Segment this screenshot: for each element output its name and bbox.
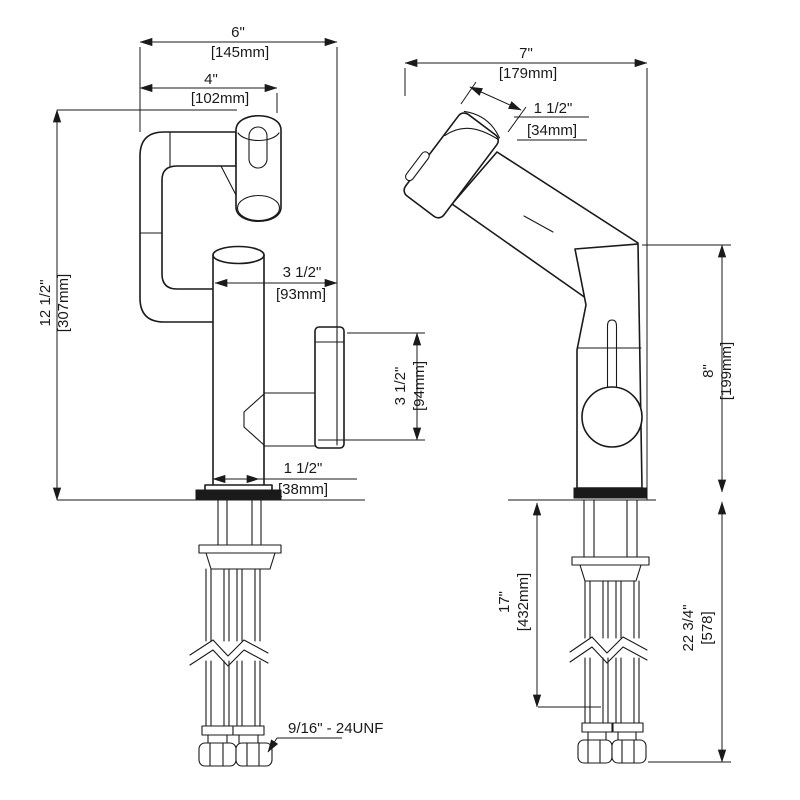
dim-spout-width-in: 4" [204, 71, 218, 88]
side-shank [571, 499, 650, 582]
dim-body-height-mm: [199mm] [718, 342, 735, 400]
dim-base-diameter-in: 1 1/2" [284, 460, 323, 477]
side-view: 7" [179mm] 1 1/2" [34mm] 8" [199mm] 17" … [403, 45, 735, 764]
hose-collar [232, 725, 265, 736]
pipe-top-cap [212, 245, 265, 265]
dim-spout-reach: 3 1/2" [93mm] [214, 264, 338, 303]
dim-head-diameter-mm: [34mm] [527, 122, 577, 139]
lever-hub [581, 386, 643, 448]
dim-total-height-mm: [578] [699, 611, 716, 644]
hose-collar [612, 722, 644, 733]
arm-head-joint-line [220, 165, 238, 198]
dim-front-total-height: 12 1/2" [307mm] [37, 109, 237, 501]
mounting-nut [205, 552, 276, 570]
handle-cone-joint [243, 393, 265, 446]
side-arm-joint-line [523, 215, 554, 233]
front-body-pipe [212, 245, 265, 491]
mounting-flange [198, 544, 282, 554]
front-shank [198, 499, 282, 570]
dim-base-diameter-mm: [38mm] [278, 481, 328, 498]
thread-spec-label: 9/16" - 24UNF [288, 720, 383, 737]
handle-block [314, 326, 345, 449]
base-flange [195, 489, 282, 501]
dim-front-width-in: 6" [231, 24, 245, 41]
side-lever [581, 319, 643, 448]
hose-lower-segment [584, 657, 640, 724]
break-mark [569, 646, 648, 664]
side-mounting-nut [579, 564, 642, 582]
dim-side-total-width: 7" [179mm] [404, 45, 648, 500]
dim-body-height-in: 8" [700, 364, 717, 378]
dim-spout-reach-mm: [93mm] [276, 286, 326, 303]
dim-total-height: 22 3/4" [578] [648, 501, 731, 763]
thread-callout: 9/16" - 24UNF [267, 720, 383, 753]
head-button [405, 151, 430, 182]
dim-side-width-mm: [179mm] [499, 65, 557, 82]
front-view: 6" [145mm] 4" [102mm] 12 1/2" [307mm] 3 … [37, 24, 428, 767]
dim-front-total-width: 6" [145mm] [139, 24, 338, 330]
hose-upper-segment [205, 568, 261, 642]
dim-hose-length: 17" [432mm] [496, 502, 601, 708]
hex-connector-nuts [577, 739, 647, 764]
front-handle [243, 326, 345, 449]
side-base-flange [573, 487, 647, 499]
side-supply-hoses [569, 580, 648, 764]
front-spray-head [235, 114, 282, 223]
dim-spout-reach-in: 3 1/2" [283, 264, 322, 281]
hose-collar [201, 725, 234, 736]
side-spray-head [403, 110, 501, 219]
break-mark [189, 649, 269, 667]
break-mark [569, 636, 648, 654]
dim-head-diameter: 1 1/2" [34mm] [460, 81, 589, 141]
lever-rod [606, 319, 618, 393]
side-mounting-flange [571, 556, 650, 566]
side-body [574, 243, 643, 489]
dim-handle-height: 3 1/2" [94mm] [318, 332, 428, 441]
spray-outlet-slot [248, 126, 268, 169]
dim-front-spout-width: 4" [102mm] [139, 71, 278, 113]
dim-hose-length-in: 17" [496, 591, 513, 613]
dim-total-height-in: 22 3/4" [680, 604, 697, 651]
head-parting-line [444, 127, 499, 141]
dim-front-height-in: 12 1/2" [37, 279, 54, 326]
front-supply-hoses [189, 568, 273, 767]
dim-handle-height-in: 3 1/2" [392, 367, 409, 406]
dim-hose-length-mm: [432mm] [515, 573, 532, 631]
break-mark [189, 639, 269, 657]
dim-head-diameter-in: 1 1/2" [534, 100, 573, 117]
hex-connector-nuts [198, 742, 273, 767]
dim-body-height: 8" [199mm] [642, 244, 735, 493]
dim-spout-width-mm: [102mm] [191, 90, 249, 107]
hose-lower-segment [205, 660, 261, 727]
dim-side-width-in: 7" [519, 45, 533, 62]
dim-front-height-mm: [307mm] [55, 274, 72, 332]
dim-base-diameter: 1 1/2" [38mm] [212, 460, 357, 498]
hose-collar [581, 722, 613, 733]
dim-handle-height-mm: [94mm] [411, 361, 428, 411]
dim-front-width-mm: [145mm] [211, 44, 269, 61]
hose-upper-segment [584, 580, 640, 639]
head-face-arc [463, 110, 501, 139]
